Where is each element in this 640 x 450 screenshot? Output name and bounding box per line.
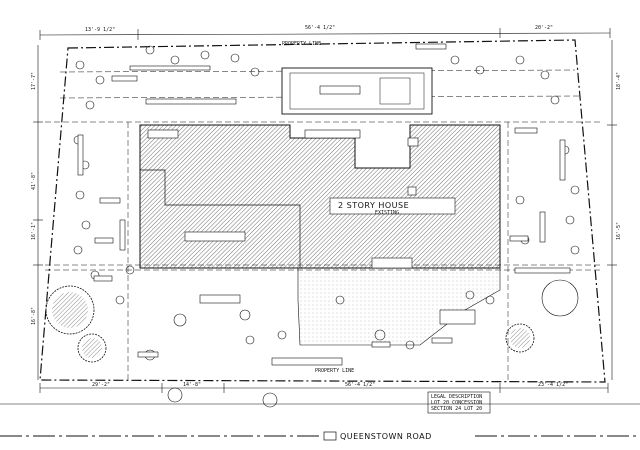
tree-cluster-right bbox=[505, 279, 579, 353]
dim-top-2: 56'-4 1/2" bbox=[305, 25, 335, 31]
dim-left-2: 41'-8" bbox=[31, 172, 37, 190]
dim-left-3: 16'-1" bbox=[31, 222, 37, 240]
property-line-top-label: PROPERTY LINE bbox=[282, 41, 321, 47]
dim-bottom-4: 23'-4 1/2" bbox=[538, 382, 568, 388]
dim-right-1: 18'-4" bbox=[616, 72, 622, 90]
dim-top-1: 13'-9 1/2" bbox=[85, 27, 115, 33]
left-dimension-line bbox=[33, 45, 43, 380]
tree-cluster-left bbox=[45, 285, 107, 363]
legal-line-1: LEGAL DESCRIPTION bbox=[431, 394, 482, 400]
street-centerline bbox=[0, 431, 640, 441]
dim-left-1: 17'-7" bbox=[31, 72, 37, 90]
dim-bottom-2: 14'-8" bbox=[183, 382, 201, 388]
scattered-trees bbox=[73, 45, 580, 408]
right-dimension-line bbox=[607, 40, 617, 380]
front-patio bbox=[199, 257, 501, 366]
rear-structure bbox=[281, 67, 433, 115]
bottom-dimension-line bbox=[39, 383, 609, 393]
house-footprint bbox=[139, 124, 501, 269]
annotation-tags bbox=[77, 43, 571, 358]
property-line-bottom-label: PROPERTY LINE bbox=[315, 368, 354, 374]
dim-left-4: 16'-8" bbox=[31, 307, 37, 325]
dim-top-3: 20'-2" bbox=[535, 25, 553, 31]
house-sub-label: EXISTING bbox=[375, 210, 399, 216]
dim-bottom-1: 29'-2" bbox=[92, 382, 110, 388]
legal-description-box bbox=[427, 391, 491, 414]
house-label: 2 STORY HOUSE bbox=[338, 201, 409, 210]
legal-line-2: LOT 20 CONCESSION bbox=[431, 400, 482, 406]
street-name-label: QUEENSTOWN ROAD bbox=[340, 432, 432, 441]
property-boundary bbox=[39, 39, 606, 383]
dim-bottom-3: 56'-4 1/2" bbox=[345, 382, 375, 388]
legal-line-3: SECTION 24 LOT 20 bbox=[431, 406, 482, 412]
dim-right-2: 16'-5" bbox=[616, 222, 622, 240]
top-dimension-line bbox=[39, 28, 611, 40]
